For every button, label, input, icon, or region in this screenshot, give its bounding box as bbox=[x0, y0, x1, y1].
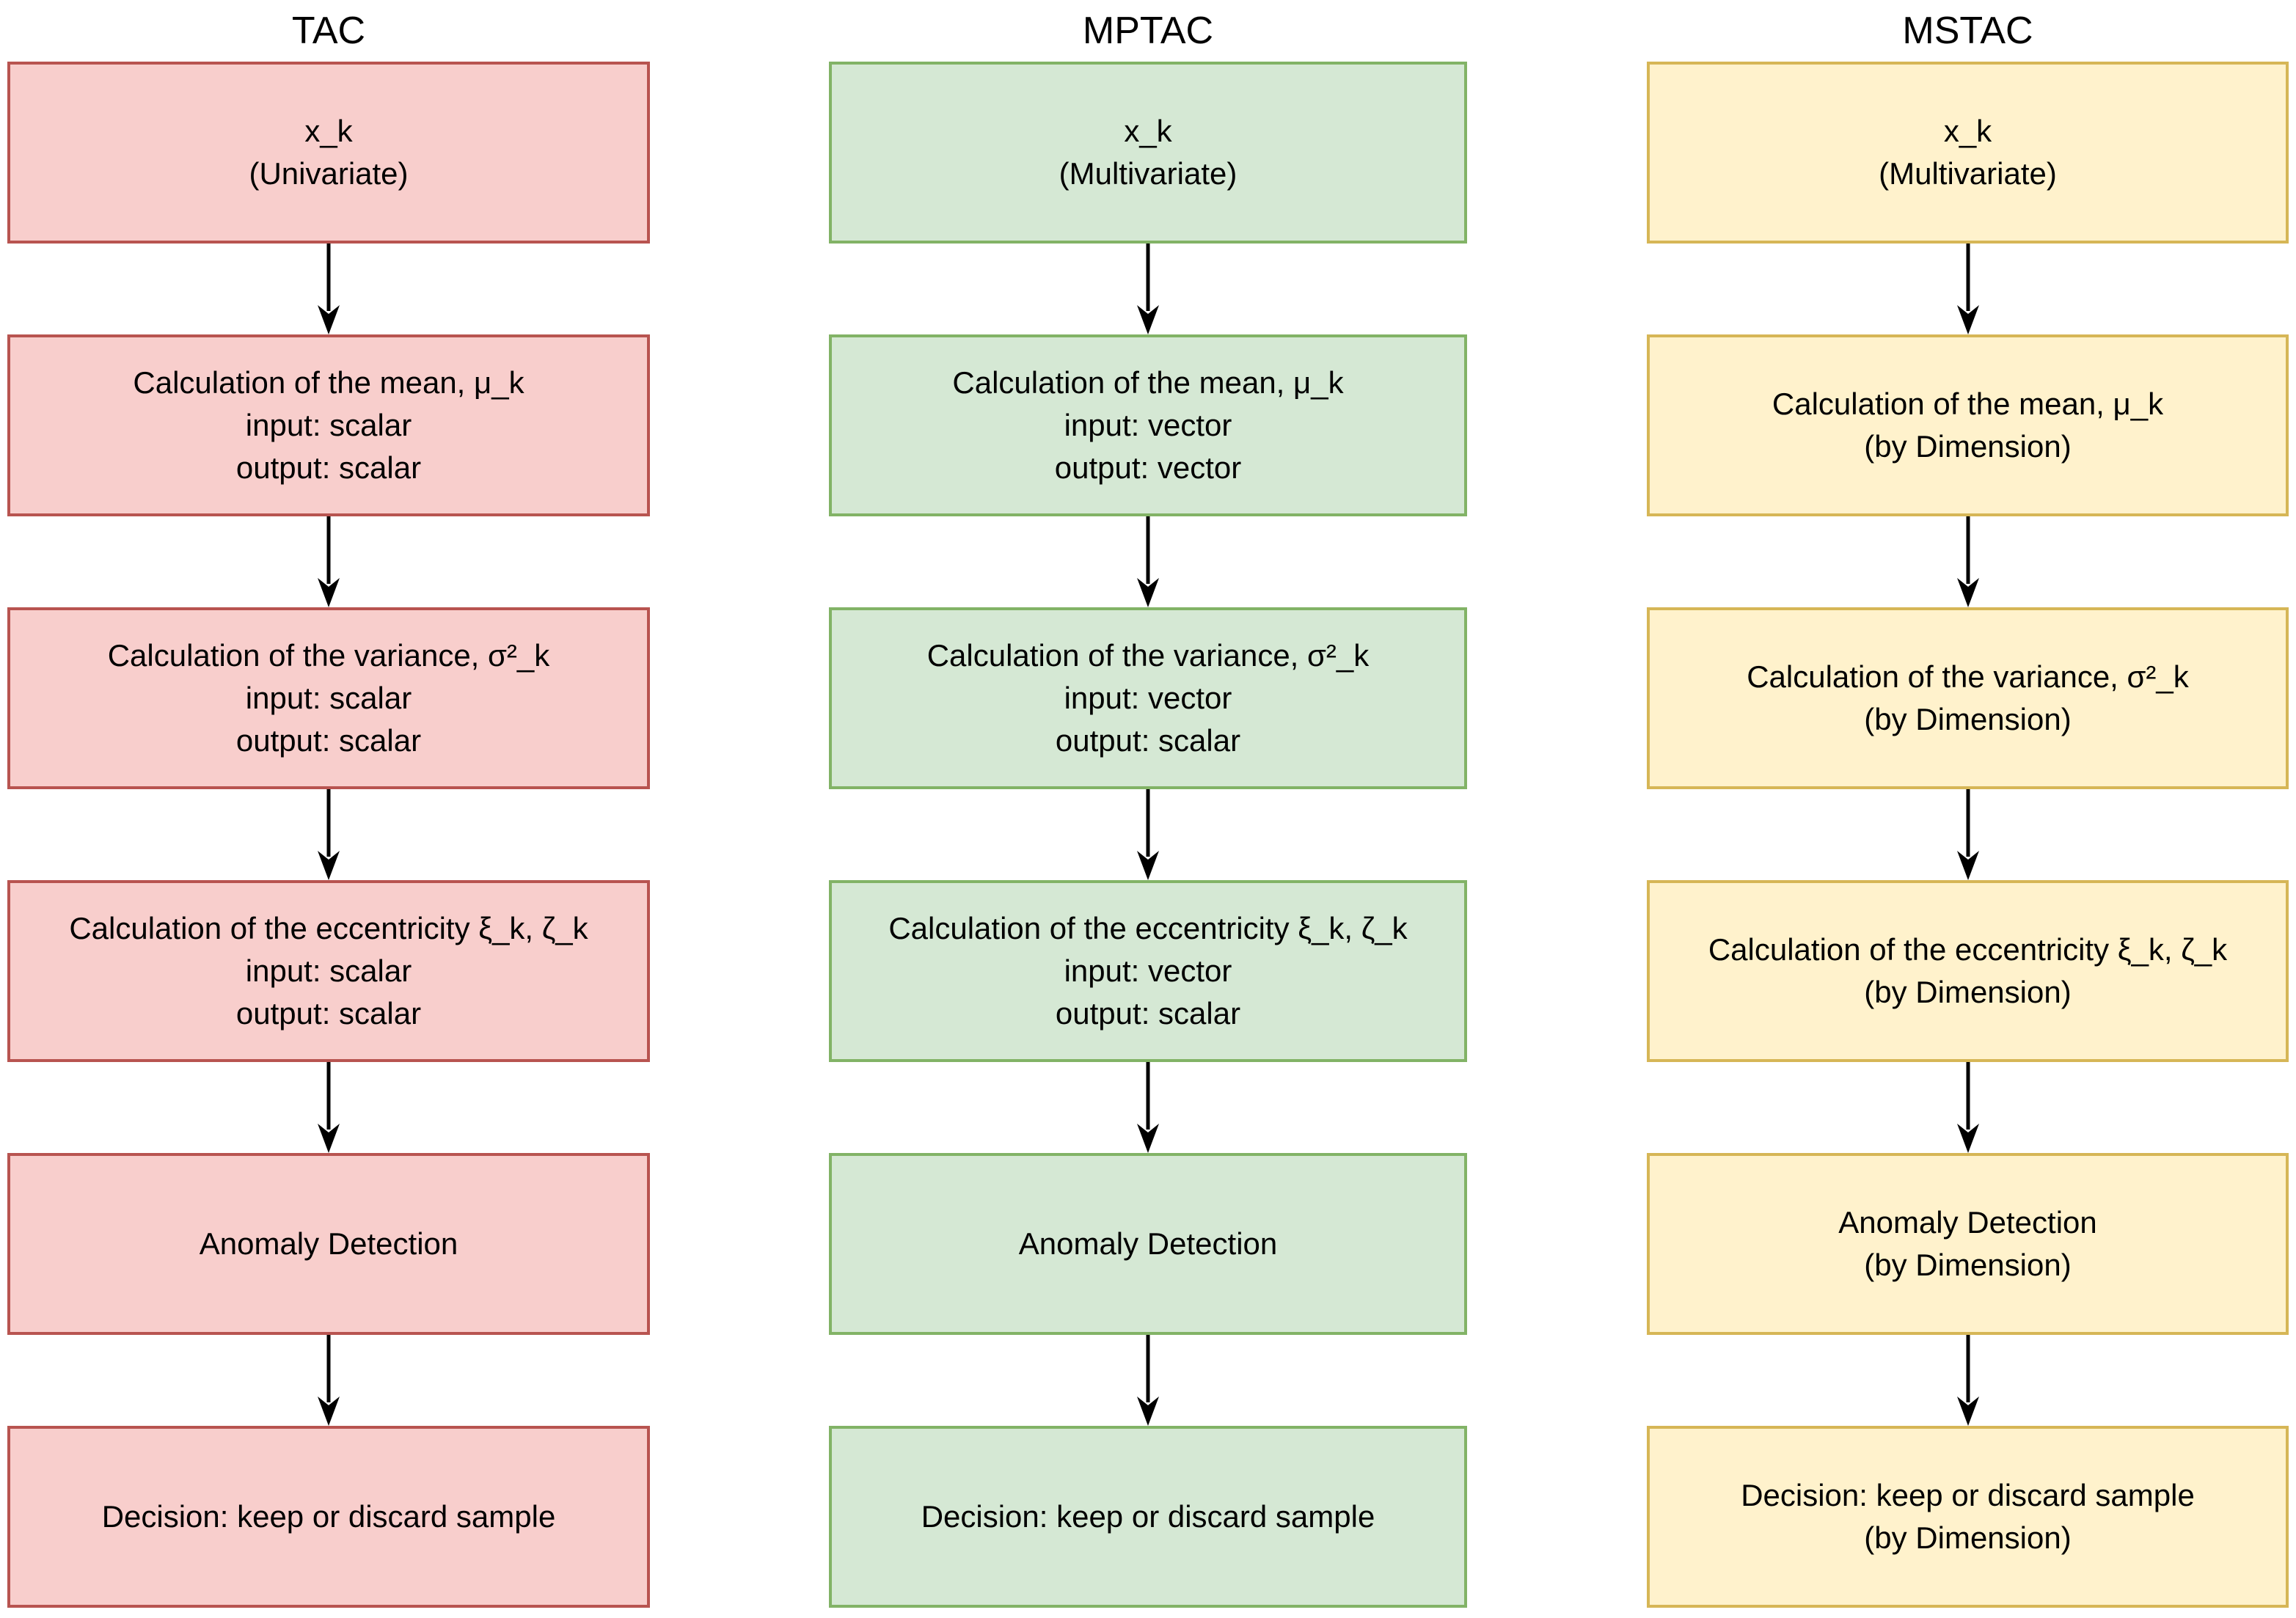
box-line: output: scalar bbox=[235, 995, 422, 1031]
flow-box-anomaly-detection: Anomaly Detection (by Dimension) bbox=[1647, 1153, 2289, 1335]
flow-box-mean: Calculation of the mean, μ_k input: scal… bbox=[7, 334, 650, 516]
down-arrow-icon bbox=[1137, 244, 1159, 334]
box-line: x_k bbox=[304, 114, 353, 149]
box-line: Decision: keep or discard sample bbox=[1741, 1478, 2195, 1513]
box-line: Decision: keep or discard sample bbox=[101, 1499, 556, 1534]
box-line: Anomaly Detection bbox=[1838, 1205, 2097, 1240]
box-line: Calculation of the mean, μ_k bbox=[133, 365, 524, 400]
flow-box-decision: Decision: keep or discard sample (by Dim… bbox=[1647, 1426, 2289, 1608]
box-line: (by Dimension) bbox=[1864, 702, 2072, 736]
box-line: Calculation of the variance, σ²_k bbox=[107, 638, 550, 673]
flow-box-variance: Calculation of the variance, σ²_k input:… bbox=[7, 607, 650, 789]
box-line: Calculation of the variance, σ²_k bbox=[926, 638, 1370, 673]
box-line: Anomaly Detection bbox=[1018, 1226, 1278, 1262]
flow-box-input: x_k (Multivariate) bbox=[1647, 62, 2289, 244]
box-line: output: scalar bbox=[1055, 995, 1241, 1031]
down-arrow-icon bbox=[1956, 1335, 1979, 1426]
column-mstac: MSTAC x_k (Multivariate) Calculation of … bbox=[1647, 0, 2289, 1608]
column-tac: TAC x_k (Univariate) Calculation of the … bbox=[7, 0, 650, 1608]
column-mptac: MPTAC x_k (Multivariate) Calculation of … bbox=[829, 0, 1467, 1608]
box-line: input: vector bbox=[1064, 408, 1232, 443]
down-arrow-icon bbox=[1956, 1062, 1979, 1153]
down-arrow-icon bbox=[1137, 789, 1159, 880]
down-arrow-icon bbox=[318, 1062, 340, 1153]
box-line: (Multivariate) bbox=[1059, 156, 1237, 191]
box-line: x_k bbox=[1943, 114, 1992, 149]
down-arrow-icon bbox=[1137, 1062, 1159, 1153]
flow-box-eccentricity: Calculation of the eccentricity ξ_k, ζ_k… bbox=[7, 880, 650, 1062]
box-line: Calculation of the eccentricity ξ_k, ζ_k bbox=[888, 911, 1408, 946]
box-line: output: scalar bbox=[235, 722, 422, 758]
flow-box-decision: Decision: keep or discard sample bbox=[7, 1426, 650, 1608]
column-title-mptac: MPTAC bbox=[1082, 10, 1214, 52]
box-line: (by Dimension) bbox=[1864, 1248, 2072, 1282]
box-line: (Multivariate) bbox=[1879, 156, 2057, 191]
down-arrow-icon bbox=[318, 244, 340, 334]
down-arrow-icon bbox=[1956, 789, 1979, 880]
box-line: Calculation of the mean, μ_k bbox=[952, 365, 1344, 400]
box-line: Anomaly Detection bbox=[199, 1226, 458, 1262]
flow-box-eccentricity: Calculation of the eccentricity ξ_k, ζ_k… bbox=[1647, 880, 2289, 1062]
box-line: input: scalar bbox=[245, 681, 412, 716]
box-line: output: vector bbox=[1054, 450, 1242, 485]
box-line: (by Dimension) bbox=[1864, 1520, 2072, 1555]
box-line: Calculation of the variance, σ²_k bbox=[1747, 659, 2189, 695]
box-line: input: scalar bbox=[245, 408, 412, 443]
box-line: input: vector bbox=[1064, 953, 1232, 989]
flow-box-anomaly-detection: Anomaly Detection bbox=[7, 1153, 650, 1335]
down-arrow-icon bbox=[1956, 244, 1979, 334]
box-line: (by Dimension) bbox=[1864, 429, 2072, 464]
down-arrow-icon bbox=[318, 516, 340, 607]
flow-box-variance: Calculation of the variance, σ²_k input:… bbox=[829, 607, 1467, 789]
flow-box-input: x_k (Multivariate) bbox=[829, 62, 1467, 244]
down-arrow-icon bbox=[1137, 1335, 1159, 1426]
box-line: Calculation of the eccentricity ξ_k, ζ_k bbox=[69, 911, 588, 946]
box-line: Decision: keep or discard sample bbox=[921, 1499, 1375, 1534]
box-line: x_k bbox=[1124, 114, 1172, 149]
box-line: output: scalar bbox=[235, 450, 422, 485]
down-arrow-icon bbox=[318, 1335, 340, 1426]
box-line: (Univariate) bbox=[249, 156, 409, 191]
flow-box-eccentricity: Calculation of the eccentricity ξ_k, ζ_k… bbox=[829, 880, 1467, 1062]
box-line: input: vector bbox=[1064, 681, 1232, 716]
column-title-mstac: MSTAC bbox=[1902, 10, 2033, 52]
box-line: Calculation of the mean, μ_k bbox=[1772, 387, 2164, 422]
flow-box-anomaly-detection: Anomaly Detection bbox=[829, 1153, 1467, 1335]
column-title-tac: TAC bbox=[291, 10, 366, 52]
flow-box-mean: Calculation of the mean, μ_k input: vect… bbox=[829, 334, 1467, 516]
flow-box-variance: Calculation of the variance, σ²_k (by Di… bbox=[1647, 607, 2289, 789]
box-line: Calculation of the eccentricity ξ_k, ζ_k bbox=[1708, 932, 2228, 967]
box-line: (by Dimension) bbox=[1864, 975, 2072, 1009]
flow-box-input: x_k (Univariate) bbox=[7, 62, 650, 244]
flow-box-decision: Decision: keep or discard sample bbox=[829, 1426, 1467, 1608]
flow-box-mean: Calculation of the mean, μ_k (by Dimensi… bbox=[1647, 334, 2289, 516]
box-line: output: scalar bbox=[1055, 722, 1241, 758]
down-arrow-icon bbox=[1956, 516, 1979, 607]
down-arrow-icon bbox=[318, 789, 340, 880]
down-arrow-icon bbox=[1137, 516, 1159, 607]
box-line: input: scalar bbox=[245, 953, 412, 989]
